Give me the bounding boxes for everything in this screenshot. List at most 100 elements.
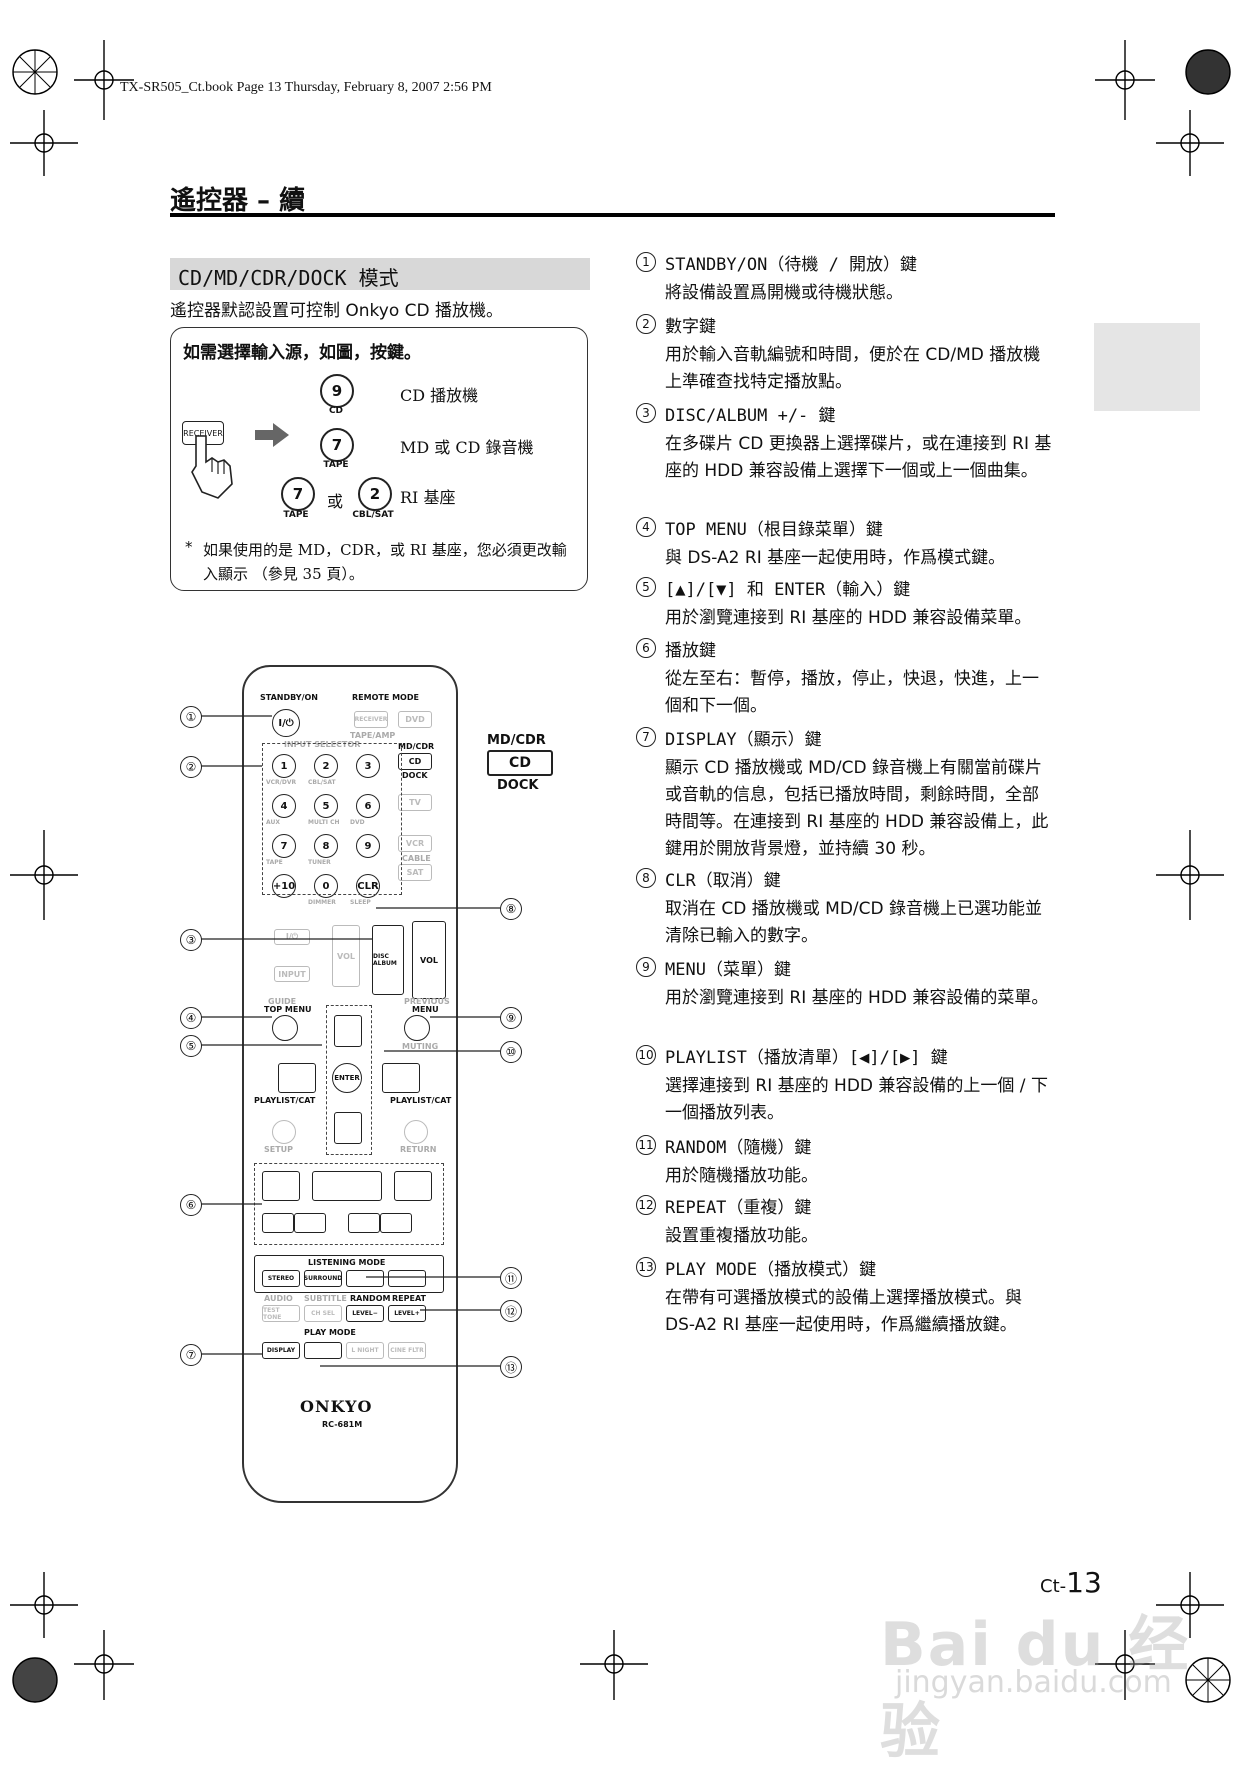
- digit-button[interactable]: 3: [356, 754, 380, 778]
- key-description: 用於輸入音軌編號和時間，便於在 CD/MD 播放機上準確查找特定播放點。: [665, 345, 1041, 392]
- display-button[interactable]: DISPLAY: [262, 1342, 300, 1359]
- key-title: REPEAT（重複）鍵: [665, 1198, 812, 1218]
- key-number-1: 1: [636, 252, 656, 272]
- callout-marker: ⑩: [500, 1041, 522, 1063]
- sat-mode-button[interactable]: SAT: [398, 864, 432, 881]
- brand-logo: ONKYO: [300, 1397, 373, 1416]
- rewind-button[interactable]: [262, 1213, 294, 1233]
- key-description: 取消在 CD 播放機或 MD/CD 錄音機上已選功能並清除已輸入的數字。: [665, 899, 1043, 946]
- callout-marker: ⑨: [500, 1007, 522, 1029]
- up-button[interactable]: [334, 1015, 362, 1047]
- note-box: [170, 327, 588, 591]
- key-title: TOP MENU（根目錄菜單）鍵: [665, 520, 883, 540]
- disc-album-rocker[interactable]: DISC ALBUM: [372, 925, 404, 995]
- key-title: [▲]/[▼] 和 ENTER（輸入）鍵: [665, 580, 911, 600]
- setup-label: SETUP: [264, 1145, 294, 1154]
- digit-button[interactable]: 2: [314, 754, 338, 778]
- key-description: 用於隨機播放功能。: [665, 1166, 818, 1186]
- callout-marker: ⑪: [500, 1267, 522, 1289]
- listen-right-button[interactable]: [388, 1270, 426, 1287]
- vol-rocker[interactable]: VOL: [412, 921, 446, 999]
- input-button[interactable]: INPUT: [274, 966, 310, 982]
- digit-caption: VCR/DVR: [266, 779, 297, 786]
- menu-button[interactable]: [404, 1015, 430, 1041]
- right-button[interactable]: [382, 1063, 420, 1093]
- caption-tape: TAPE: [323, 460, 349, 470]
- top-menu-label: TOP MENU: [264, 1005, 312, 1014]
- tv-power-button[interactable]: I/⏻: [274, 929, 310, 945]
- pause-button[interactable]: [262, 1171, 300, 1201]
- callout-marker: ⑧: [500, 898, 522, 920]
- tv-mode-button[interactable]: TV: [398, 794, 432, 811]
- digit-button[interactable]: 5: [314, 794, 338, 818]
- key-title: PLAYLIST（播放清單）[◀]/[▶] 鍵: [665, 1048, 948, 1068]
- digit-caption: DIMMER: [308, 899, 336, 906]
- cd-mode-button[interactable]: CD: [398, 753, 432, 770]
- listen-left-button[interactable]: [346, 1270, 384, 1287]
- key-title: DISC/ALBUM +/- 鍵: [665, 406, 836, 426]
- key-number-11: 11: [636, 1135, 656, 1155]
- dvd-mode-button[interactable]: DVD: [398, 711, 432, 728]
- section-banner: [170, 258, 590, 290]
- enter-button[interactable]: ENTER: [332, 1063, 362, 1093]
- down-button[interactable]: [334, 1112, 362, 1144]
- top-menu-button[interactable]: [272, 1015, 298, 1041]
- vcr-mode-button[interactable]: VCR: [398, 835, 432, 852]
- return-label: RETURN: [400, 1145, 437, 1154]
- stereo-button[interactable]: STEREO: [262, 1270, 300, 1287]
- key-title: RANDOM（隨機）鍵: [665, 1138, 812, 1158]
- play-button[interactable]: [312, 1171, 382, 1201]
- ch-sel-button[interactable]: CH SEL: [304, 1305, 342, 1322]
- digit-caption: SLEEP: [350, 899, 371, 906]
- repeat-button[interactable]: LEVEL+: [388, 1305, 426, 1322]
- callout-marker: ⑬: [500, 1356, 522, 1378]
- return-button[interactable]: [404, 1120, 428, 1144]
- next-track-button[interactable]: [380, 1213, 412, 1233]
- surround-button[interactable]: SURROUND: [304, 1270, 342, 1287]
- stop-button[interactable]: [394, 1171, 432, 1201]
- callout-marker: ①: [180, 706, 202, 728]
- button-2: 2: [358, 477, 392, 511]
- digit-button[interactable]: 8: [314, 834, 338, 858]
- digit-button[interactable]: 4: [272, 794, 296, 818]
- key-description: 與 DS-A2 RI 基座一起使用時，作爲模式鍵。: [665, 548, 1006, 568]
- digit-button[interactable]: 1: [272, 754, 296, 778]
- key-number-12: 12: [636, 1195, 656, 1215]
- nav-group-outline[interactable]: [326, 1005, 372, 1155]
- l-night-button[interactable]: L NIGHT: [346, 1342, 384, 1359]
- receiver-mode-button[interactable]: RECEIVER: [354, 711, 388, 728]
- label-md-cd-recorder: MD 或 CD 錄音機: [400, 438, 534, 457]
- listening-mode-panel[interactable]: [254, 1255, 444, 1293]
- caption-cd: CD: [328, 406, 344, 416]
- section-intro: 遙控器默認設置可控制 Onkyo CD 播放機。: [170, 301, 504, 321]
- key-number-8: 8: [636, 868, 656, 888]
- play-mode-button[interactable]: [304, 1342, 342, 1359]
- previous-track-button[interactable]: [348, 1213, 380, 1233]
- digit-button[interactable]: 7: [272, 834, 296, 858]
- callout-marker: ⑥: [180, 1194, 202, 1216]
- callout-marker: ④: [180, 1007, 202, 1029]
- left-button[interactable]: [278, 1063, 316, 1093]
- tape-amp-label: TAPE/AMP: [350, 731, 396, 740]
- cine-fltr-button[interactable]: CINE FLTR: [388, 1342, 426, 1359]
- callout-marker: ③: [180, 929, 202, 951]
- callout-marker: ②: [180, 756, 202, 778]
- setup-button[interactable]: [272, 1120, 296, 1144]
- arrow-right-icon: [255, 423, 289, 447]
- fast-forward-button[interactable]: [294, 1213, 326, 1233]
- key-number-3: 3: [636, 403, 656, 423]
- inset-cd-button[interactable]: CD: [487, 750, 553, 776]
- digits-group-outline[interactable]: [262, 743, 402, 895]
- test-tone-button[interactable]: TEST TONE: [262, 1305, 300, 1322]
- tv-vol-rocker[interactable]: VOL: [332, 925, 360, 987]
- pressing-hand-icon: [191, 435, 233, 499]
- digit-button[interactable]: 6: [356, 794, 380, 818]
- chapter-title: 遙控器 – 續: [170, 186, 306, 216]
- standby-button[interactable]: I/⏻: [272, 709, 300, 737]
- page-number: Ct-13: [1040, 1566, 1102, 1599]
- callout-marker: ⑫: [500, 1300, 522, 1322]
- digit-button[interactable]: 9: [356, 834, 380, 858]
- guide-label: GUIDE: [268, 997, 297, 1006]
- random-button[interactable]: LEVEL−: [346, 1305, 384, 1322]
